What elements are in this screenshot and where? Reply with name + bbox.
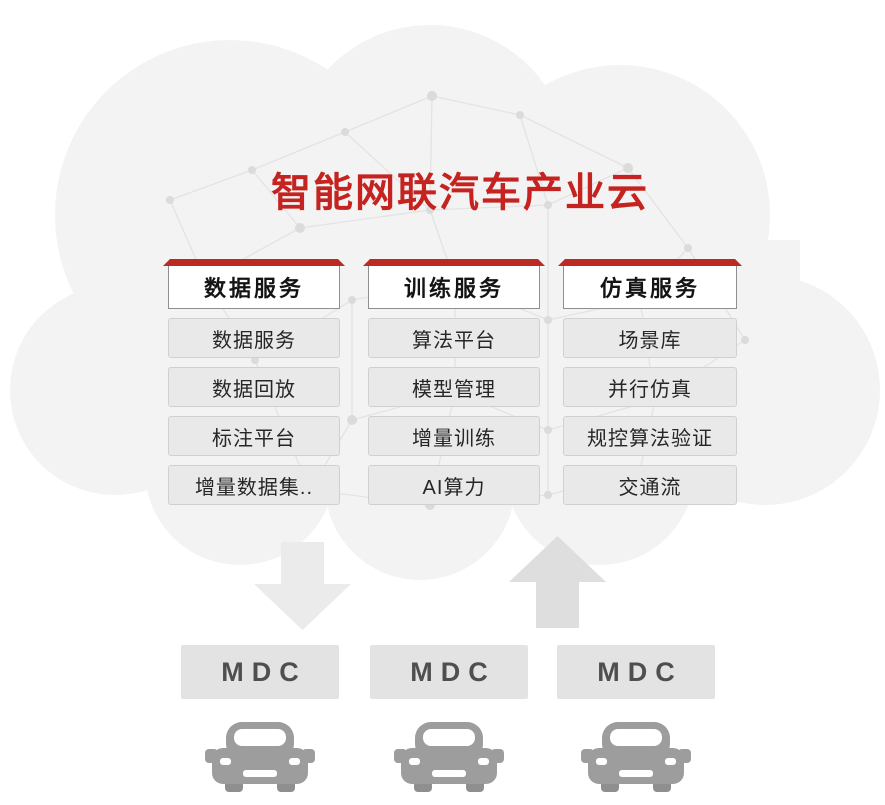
mdc-node: MDC [557,645,715,699]
column-header-label: 数据服务 [203,276,304,301]
service-item: 数据服务 [168,318,340,358]
service-item: 算法平台 [368,318,540,358]
service-item: AI算力 [368,465,540,505]
service-item: 标注平台 [168,416,340,456]
service-item: 增量训练 [368,416,540,456]
column-header-label: 仿真服务 [599,276,700,301]
column-header-label: 训练服务 [403,276,504,301]
page-title: 智能网联汽车产业云 [271,171,649,215]
down-arrow-icon [254,542,351,630]
column-header-simulation: 仿真服务 [563,265,737,309]
column-header-data: 数据服务 [168,265,340,309]
header-red-edge [363,259,545,266]
service-item: 数据回放 [168,367,340,407]
service-column-training: 训练服务 算法平台 模型管理 增量训练 AI算力 [368,265,540,505]
service-item: 规控算法验证 [563,416,737,456]
mdc-node: MDC [181,645,339,699]
up-arrow-icon [509,536,606,628]
header-red-edge [558,259,742,266]
service-item: 增量数据集.. [168,465,340,505]
mdc-node: MDC [370,645,528,699]
car-icon [205,722,315,792]
header-red-edge [163,259,345,266]
service-item: 并行仿真 [563,367,737,407]
column-header-training: 训练服务 [368,265,540,309]
car-icon [394,722,504,792]
service-item: 模型管理 [368,367,540,407]
service-column-simulation: 仿真服务 场景库 并行仿真 规控算法验证 交通流 [563,265,737,505]
service-column-data: 数据服务 数据服务 数据回放 标注平台 增量数据集.. [168,265,340,505]
service-item: 场景库 [563,318,737,358]
service-item: 交通流 [563,465,737,505]
car-icon [581,722,691,792]
